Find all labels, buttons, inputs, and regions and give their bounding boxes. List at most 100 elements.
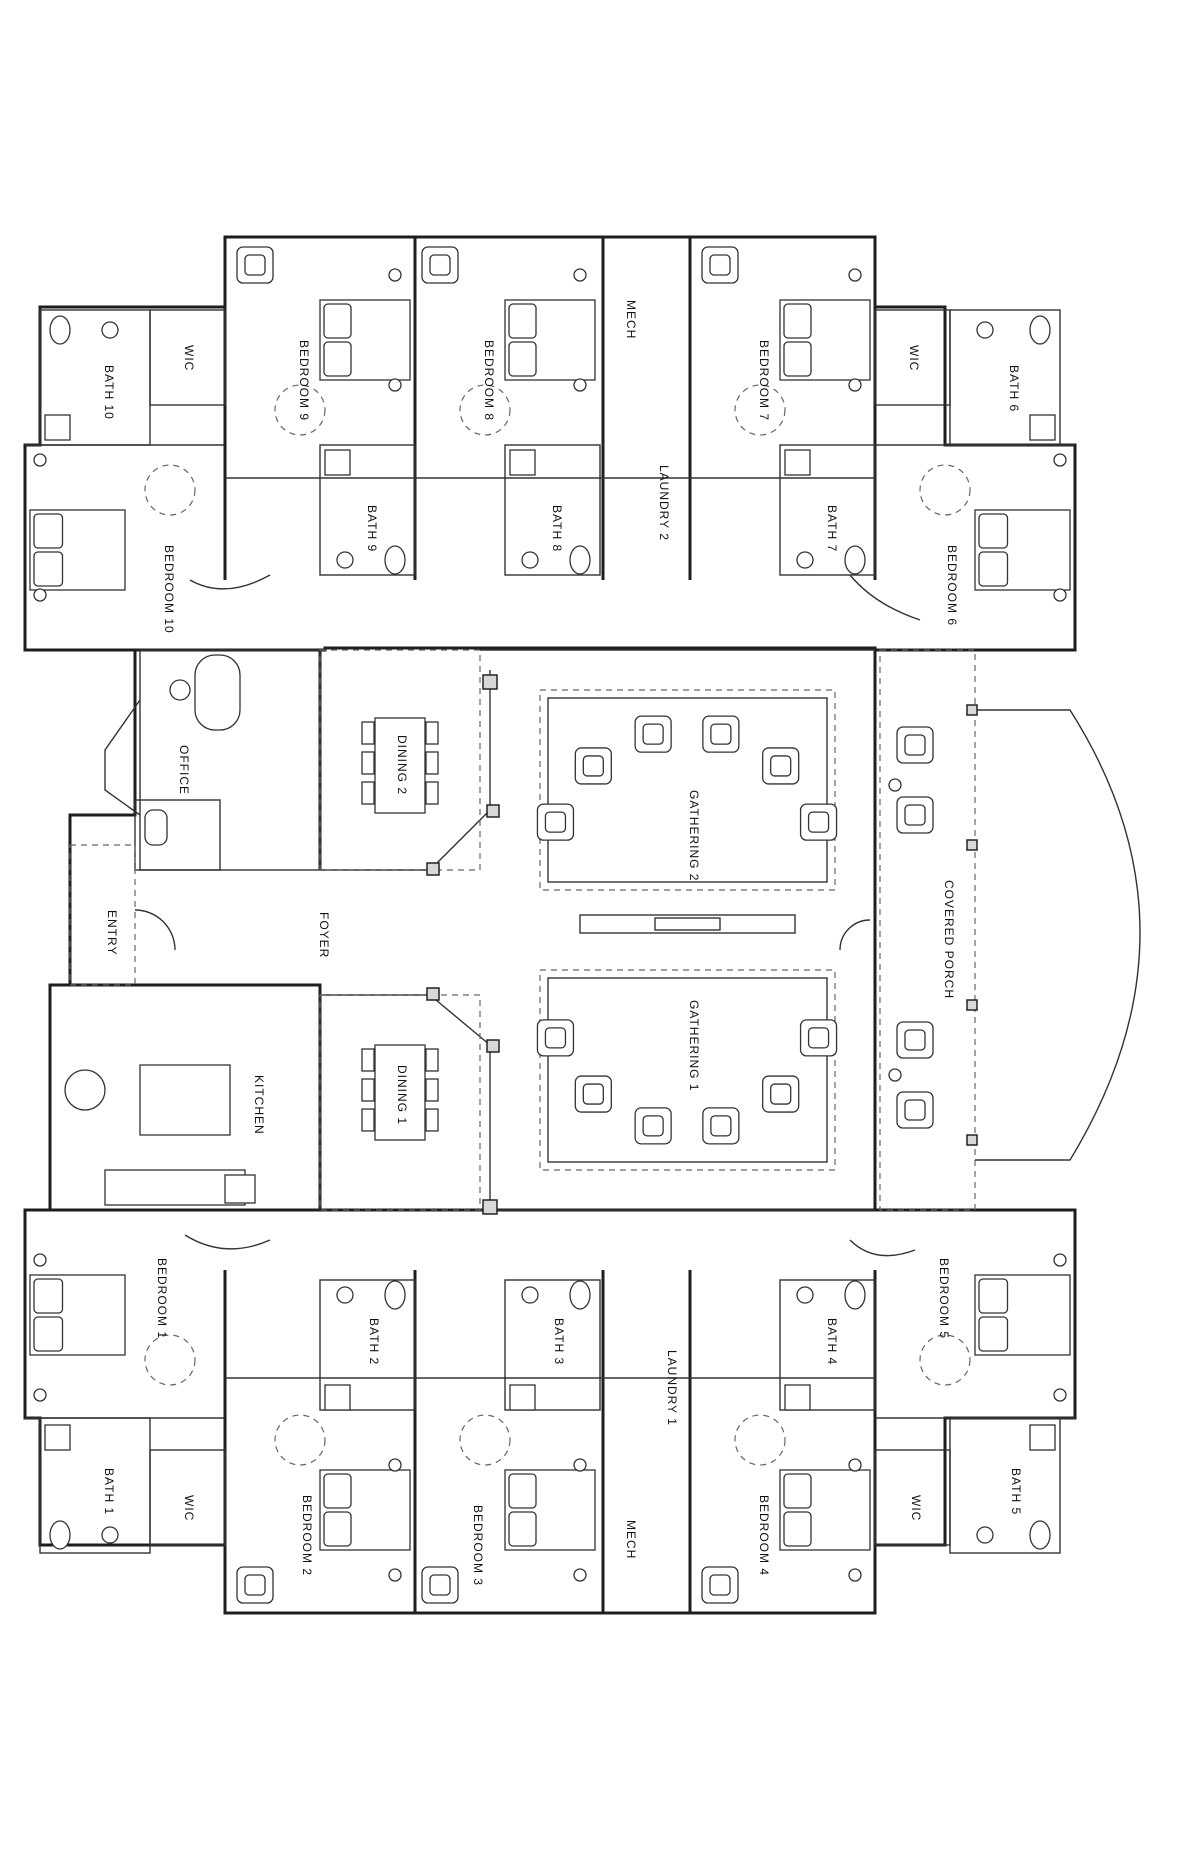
label-wic-bottom-right: WIC	[909, 1495, 923, 1521]
shower-0	[324, 449, 351, 476]
bottom-wing-partitions	[25, 1234, 1075, 1613]
kitchen-counter	[104, 1169, 246, 1206]
dining-1-chair-r2	[425, 1108, 439, 1132]
label-laundry-2: LAUNDRY 2	[657, 465, 671, 541]
lamp-top-2	[848, 268, 862, 282]
label-bath-5: BATH 5	[1009, 1468, 1023, 1515]
sink-5	[336, 1286, 354, 1304]
bed-bedroom-1-pillow	[33, 1278, 64, 1314]
kitchen-table	[64, 1069, 106, 1111]
label-bedroom-6: BEDROOM 6	[945, 545, 959, 626]
lamp-bottom-9	[848, 1568, 862, 1582]
bed-bedroom-8-pillow	[508, 341, 537, 377]
label-bath-8: BATH 8	[550, 505, 564, 552]
label-bedroom-1: BEDROOM 1	[155, 1258, 169, 1339]
clearance-circle-top-3	[144, 464, 196, 516]
lamp-top-5	[848, 378, 862, 392]
porch-chair-3-seat	[904, 1099, 926, 1121]
bed-bedroom-9-pillow	[323, 303, 352, 339]
lamp-top-4	[573, 378, 587, 392]
sink-9	[976, 1526, 994, 1544]
chair-bedroom-7-seat	[709, 254, 731, 276]
label-bath-6: BATH 6	[1007, 365, 1021, 412]
label-dining-1: DINING 1	[395, 1065, 409, 1125]
shower-2	[784, 449, 811, 476]
bed-bedroom-2-pillow	[323, 1473, 352, 1509]
label-bedroom-9: BEDROOM 9	[297, 340, 311, 421]
label-bedroom-5: BEDROOM 5	[937, 1258, 951, 1339]
lamp-top-0	[388, 268, 402, 282]
chair-bedroom-4-seat	[709, 1574, 731, 1596]
dining-2-chair-l1	[361, 751, 375, 775]
dining-2-chair-l2	[361, 781, 375, 805]
sink-1	[521, 551, 539, 569]
lamp-bottom-2	[33, 1388, 47, 1402]
sofa-gathering-2-2-seat	[642, 723, 664, 745]
chair-bedroom-9-seat	[244, 254, 266, 276]
label-wic-top-left: WIC	[182, 345, 196, 371]
chair-bedroom-3-seat	[429, 1574, 451, 1596]
top-wing-partitions	[25, 237, 1075, 621]
dining-2-chair-r0	[425, 721, 439, 745]
sink-2	[796, 551, 814, 569]
sofa-gathering-1-3-seat	[642, 1115, 664, 1137]
clearance-circle-bottom-1	[919, 1334, 971, 1386]
dining-2-chair-l0	[361, 721, 375, 745]
table-dining-2	[374, 717, 426, 814]
label-kitchen: KITCHEN	[252, 1075, 266, 1135]
label-wic-top-right: WIC	[907, 345, 921, 371]
label-bath-4: BATH 4	[825, 1318, 839, 1365]
porch-chair-0-seat	[904, 734, 926, 756]
label-office: OFFICE	[177, 745, 191, 795]
sink-3	[101, 321, 119, 339]
lamp-bottom-7	[388, 1568, 402, 1582]
toilet-2	[844, 545, 866, 575]
bed-bedroom-3-pillow	[508, 1473, 537, 1509]
label-bath-7: BATH 7	[825, 505, 839, 552]
lamp-top-6	[33, 453, 47, 467]
shower-6	[509, 1384, 536, 1411]
toilet-1	[569, 545, 591, 575]
sofa-gathering-1-4-seat	[582, 1083, 604, 1105]
label-bath-9: BATH 9	[365, 505, 379, 552]
sofa-gathering-2-1-seat	[582, 755, 604, 777]
core-partitions	[48, 649, 836, 1212]
lamp-bottom-1	[1053, 1253, 1067, 1267]
shower-8	[44, 1424, 71, 1451]
label-foyer: FOYER	[317, 912, 331, 958]
sofa-gathering-2-4-seat	[770, 755, 792, 777]
sink-0	[336, 551, 354, 569]
sink-6	[521, 1286, 539, 1304]
sofa-gathering-1-0-seat	[807, 1027, 830, 1049]
toilet-4	[1029, 315, 1051, 345]
label-gathering-1: GATHERING 1	[687, 1000, 701, 1091]
label-covered-porch: COVERED PORCH	[942, 880, 956, 999]
shower-1	[509, 449, 536, 476]
label-bedroom-4: BEDROOM 4	[757, 1495, 771, 1576]
sink-4	[976, 321, 994, 339]
lamp-bottom-5	[573, 1458, 587, 1472]
bed-bedroom-10-pillow	[33, 551, 64, 587]
chair-bedroom-8-seat	[429, 254, 451, 276]
sofa-gathering-2-5-seat	[807, 811, 830, 833]
label-bedroom-3: BEDROOM 3	[471, 1505, 485, 1586]
label-gathering-2: GATHERING 2	[687, 790, 701, 881]
table-dining-1	[374, 1044, 426, 1141]
kitchen-range	[224, 1174, 256, 1204]
label-bath-10: BATH 10	[102, 365, 116, 420]
clearance-circle-bottom-0	[144, 1334, 196, 1386]
label-bedroom-7: BEDROOM 7	[757, 340, 771, 421]
label-entry: ENTRY	[105, 910, 119, 955]
bed-bedroom-10-pillow	[33, 513, 64, 549]
bed-bedroom-8-pillow	[508, 303, 537, 339]
label-bedroom-2: BEDROOM 2	[300, 1495, 314, 1576]
sofa-gathering-2-3-seat	[710, 723, 732, 745]
lamp-top-3	[388, 378, 402, 392]
bed-bedroom-1-pillow	[33, 1316, 64, 1352]
dining-1-chair-l0	[361, 1048, 375, 1072]
bed-bedroom-4-pillow	[783, 1473, 812, 1509]
label-mech-bottom: MECH	[624, 1520, 638, 1559]
bed-bedroom-4-pillow	[783, 1511, 812, 1547]
room-labels: BEDROOM 9 BEDROOM 8 BEDROOM 7 BEDROOM 10…	[102, 300, 1023, 1586]
shower-5	[324, 1384, 351, 1411]
